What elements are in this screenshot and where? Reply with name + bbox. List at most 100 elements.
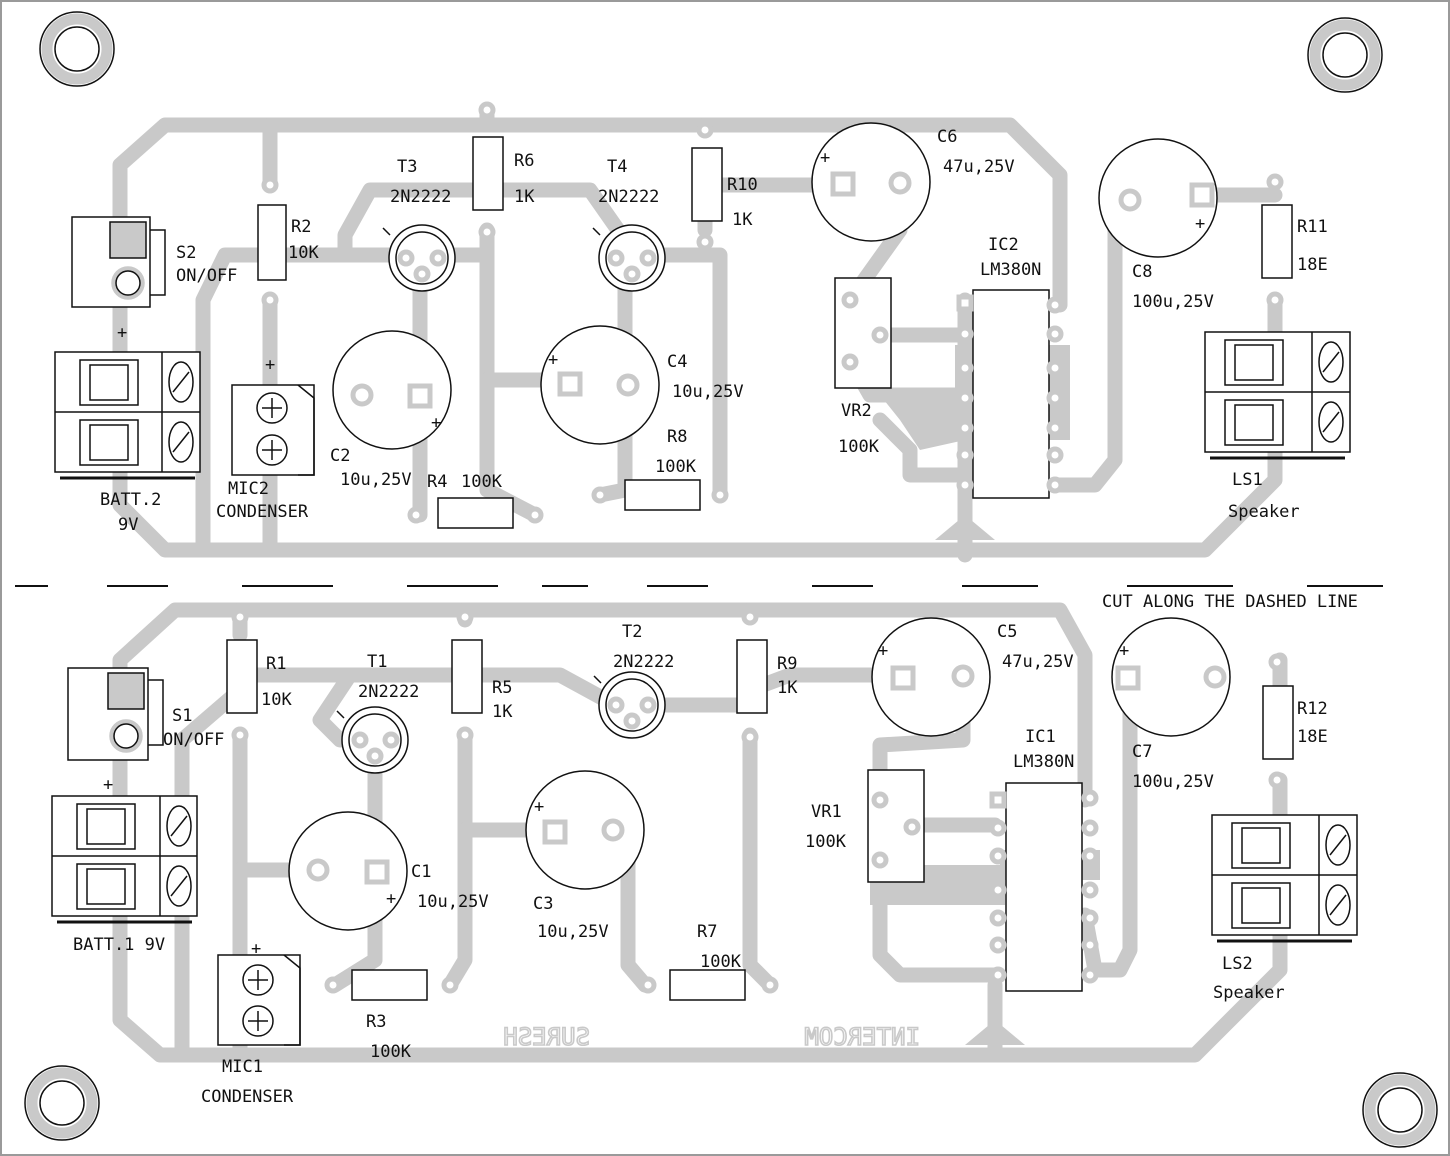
resistor-r1 — [226, 639, 258, 714]
batt1-plus: + — [103, 775, 113, 795]
r6-value: 1K — [514, 187, 535, 207]
mounting-hole-bottom-left — [26, 1067, 98, 1139]
ls2-value: Speaker — [1213, 983, 1285, 1003]
c1-plus: + — [386, 889, 396, 909]
ic1-ref: IC1 — [1025, 727, 1056, 747]
top-board-labels: S2 ON/OFF + BATT.2 9V R2 10K + MIC2 COND… — [100, 127, 1328, 535]
r1-ref: R1 — [266, 654, 286, 674]
batt2-plus: + — [117, 323, 127, 343]
batt2-value: 9V — [118, 515, 138, 535]
capacitor-c3 — [525, 770, 645, 890]
capacitor-c6 — [811, 122, 931, 242]
r10-value: 1K — [732, 210, 753, 230]
ic-ic2 — [972, 289, 1050, 499]
ls1-ref: LS1 — [1232, 470, 1263, 490]
transistor-t4 — [592, 224, 666, 292]
capacitor-c2 — [332, 330, 452, 450]
ls1-value: Speaker — [1228, 502, 1300, 522]
c6-value: 47u,25V — [943, 157, 1015, 177]
bottom-board-labels: R1 10K T1 2N2222 R5 1K T2 2N2222 R9 1K +… — [73, 622, 1328, 1107]
resistor-r12 — [1262, 685, 1294, 760]
r12-ref: R12 — [1297, 699, 1328, 719]
resistor-r11 — [1261, 204, 1293, 279]
mounting-hole-top-right — [1309, 19, 1381, 91]
capacitor-c7 — [1111, 617, 1231, 737]
ic-ic1 — [1005, 782, 1083, 992]
c6-ref: C6 — [937, 127, 957, 147]
mirror-text-right: INTERCOM — [804, 1023, 920, 1051]
mic1-plus: + — [251, 939, 261, 959]
s2-ref: S2 — [176, 243, 196, 263]
capacitor-c1 — [288, 811, 408, 931]
mounting-hole-top-left — [41, 13, 113, 85]
mic1-ref: MIC1 — [222, 1057, 263, 1077]
c8-plus: + — [1195, 214, 1205, 234]
t3-value: 2N2222 — [390, 187, 451, 207]
vr1-value: 100K — [805, 832, 847, 852]
c2-ref: C2 — [330, 446, 350, 466]
speaker-terminal-ls2 — [1211, 814, 1358, 943]
r11-value: 18E — [1297, 255, 1328, 275]
vr1-ref: VR1 — [811, 802, 842, 822]
c6-plus: + — [820, 148, 830, 168]
resistor-r5 — [451, 639, 483, 714]
c1-value: 10u,25V — [417, 892, 489, 912]
resistor-r7 — [669, 969, 746, 1001]
r8-ref: R8 — [667, 427, 687, 447]
mic2-ref: MIC2 — [228, 479, 269, 499]
r9-ref: R9 — [777, 654, 797, 674]
batt1-label: BATT.1 9V — [73, 935, 165, 955]
r4-value: 100K — [461, 472, 503, 492]
r5-value: 1K — [492, 702, 513, 722]
t1-ref: T1 — [367, 652, 387, 672]
r8-value: 100K — [655, 457, 697, 477]
battery-terminal-batt1 — [51, 795, 198, 924]
c5-value: 47u,25V — [1002, 652, 1074, 672]
solder-pads — [231, 101, 1286, 994]
c3-value: 10u,25V — [537, 922, 609, 942]
s1-value: ON/OFF — [163, 730, 224, 750]
c2-plus: + — [431, 413, 441, 433]
t2-ref: T2 — [622, 622, 642, 642]
r2-value: 10K — [288, 243, 319, 263]
mirror-text-left: SURESH — [503, 1023, 590, 1051]
ic2-value: LM380N — [980, 260, 1041, 280]
c7-ref: C7 — [1132, 742, 1152, 762]
resistor-r2 — [257, 204, 287, 281]
resistor-r10 — [691, 147, 723, 222]
c4-plus: + — [548, 350, 558, 370]
batt2-ref: BATT.2 — [100, 490, 161, 510]
speaker-terminal-ls1 — [1204, 331, 1351, 460]
switch-s1 — [67, 667, 164, 761]
r1-value: 10K — [261, 690, 292, 710]
r2-ref: R2 — [291, 217, 311, 237]
t4-ref: T4 — [607, 157, 627, 177]
c7-plus: + — [1119, 641, 1129, 661]
ic2-ref: IC2 — [988, 235, 1019, 255]
r9-value: 1K — [777, 678, 798, 698]
r5-ref: R5 — [492, 678, 512, 698]
capacitor-c5 — [871, 617, 991, 737]
microphone-mic2 — [231, 384, 315, 476]
r10-ref: R10 — [727, 175, 758, 195]
mic2-plus: + — [265, 355, 275, 375]
c5-plus: + — [878, 641, 888, 661]
t4-value: 2N2222 — [598, 187, 659, 207]
r3-value: 100K — [370, 1042, 412, 1062]
vr2-ref: VR2 — [841, 401, 872, 421]
switch-s2 — [71, 216, 166, 308]
c5-ref: C5 — [997, 622, 1017, 642]
capacitor-c8 — [1098, 138, 1218, 258]
transistor-t1 — [336, 706, 409, 774]
resistor-r8 — [624, 479, 701, 511]
resistor-r3 — [351, 969, 428, 1001]
transistor-t2 — [593, 671, 666, 739]
c2-value: 10u,25V — [340, 470, 412, 490]
s2-value: ON/OFF — [176, 266, 237, 286]
r4-ref: R4 — [427, 472, 447, 492]
r7-value: 100K — [700, 952, 742, 972]
c3-ref: C3 — [533, 894, 553, 914]
r6-ref: R6 — [514, 151, 534, 171]
resistor-r6 — [472, 136, 504, 211]
